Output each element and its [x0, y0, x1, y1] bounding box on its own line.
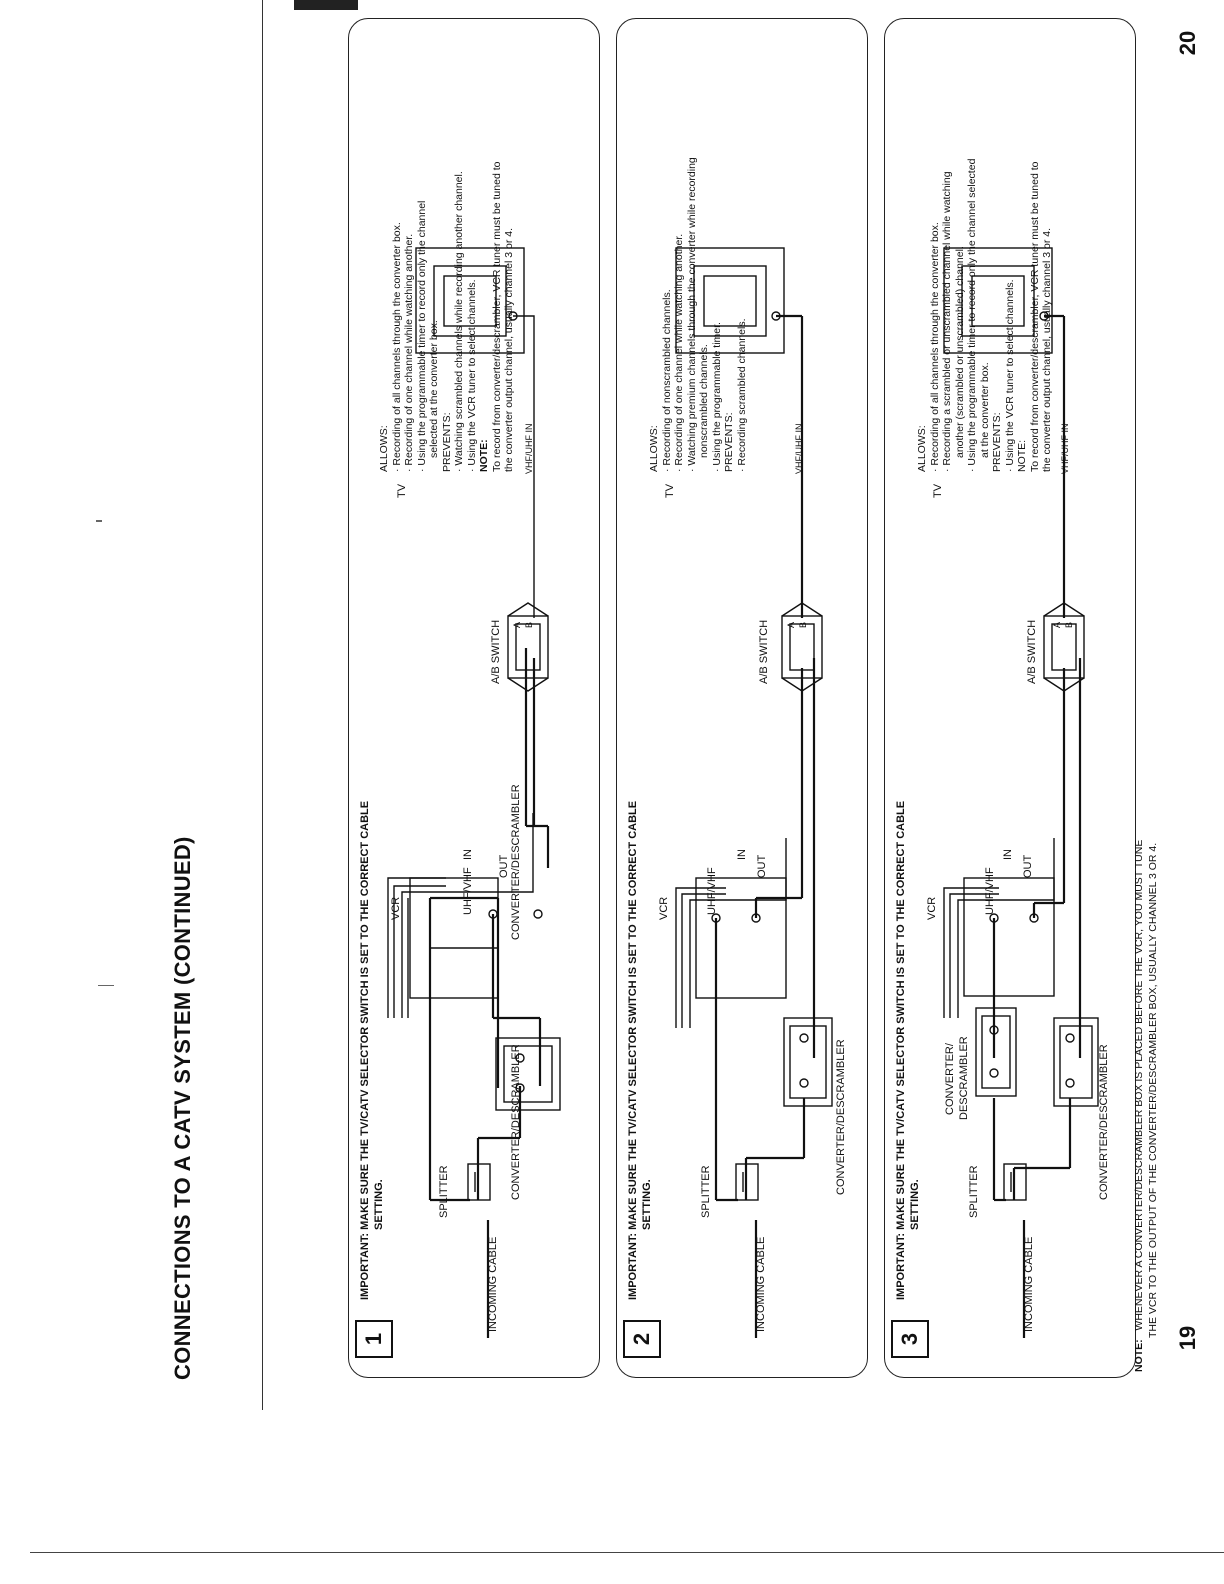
switch-a-label: A: [512, 621, 522, 628]
info-block-1: ALLOWS: · Recording of all channels thro…: [378, 42, 516, 472]
out-label: OUT: [756, 854, 768, 878]
switch-b-label: B: [1064, 621, 1074, 628]
prevents-heading: PREVENTS:: [723, 412, 735, 472]
uhf-vhf-label: UHF/VHF: [706, 867, 718, 915]
out-label: OUT: [498, 854, 510, 878]
allows-item: nonscrambled channels.: [698, 344, 710, 458]
in-label: IN: [1002, 849, 1014, 860]
allows-item: · Watching premium channels through the …: [685, 157, 698, 472]
allows-item: selected at the converter box.: [428, 320, 440, 458]
allows-item: · Using the programmable timer to record…: [966, 158, 978, 472]
allows-item: · Recording a scrambled or unscrambled c…: [941, 171, 953, 472]
prevents-heading: PREVENTS:: [991, 412, 1003, 472]
converter-label: CONVERTER/DESCRAMBLER: [510, 1044, 522, 1200]
allows-item: · Using the programmable timer to record…: [415, 200, 428, 472]
vhf-uhf-in-label: VHF/UHF IN: [524, 423, 534, 475]
switch-b-label: B: [798, 621, 808, 628]
page-number-left: 19: [1175, 1325, 1201, 1351]
info-block-2: ALLOWS: · Recording of nonscrambled chan…: [648, 42, 748, 472]
incoming-cable-label: INCOMING CABLE: [1023, 1236, 1035, 1332]
wiring-diagram-2: [675, 247, 833, 1338]
out-label: OUT: [1022, 854, 1034, 878]
ab-switch-label: A/B SWITCH: [758, 619, 770, 684]
footer-note-lead: NOTE:: [1133, 1339, 1145, 1372]
prevents-heading: PREVENTS:: [440, 412, 453, 472]
allows-item: · Recording of all channels through the …: [928, 222, 941, 472]
prevents-item: · Using the VCR tuner to select channels…: [465, 279, 478, 472]
panel-2: [616, 18, 868, 1378]
incoming-cable-label: INCOMING CABLE: [487, 1236, 499, 1332]
allows-heading: ALLOWS:: [916, 425, 928, 472]
converter-label: CONVERTER/DESCRAMBLER: [835, 1039, 847, 1195]
tv-label: TV: [932, 483, 944, 498]
in-label: IN: [736, 849, 748, 860]
uhf-vhf-label: UHF/VHF: [984, 867, 996, 915]
info-block-3: ALLOWS: · Recording of all channels thro…: [916, 42, 1054, 472]
scan-edge-line: [262, 0, 263, 1410]
note-text: To record from converter/descrambler, VC…: [1028, 161, 1041, 472]
footer-note-line: THE VCR TO THE OUTPUT OF THE CONVERTER/D…: [1147, 842, 1159, 1338]
prevents-item: · Recording scrambled channels.: [735, 318, 748, 473]
converter-label: CONVERTER/DESCRAMBLER: [1098, 1044, 1110, 1200]
allows-heading: ALLOWS:: [378, 425, 390, 472]
allows-item: · Using the programmable timer.: [710, 322, 723, 472]
ab-switch-label: A/B SWITCH: [1026, 619, 1038, 684]
splitter-label: SPLITTER: [700, 1165, 712, 1218]
allows-item: · Recording of one channel while watchin…: [673, 233, 685, 472]
splitter-label: SPLITTER: [438, 1165, 450, 1218]
incoming-cable-label: INCOMING CABLE: [755, 1236, 767, 1332]
note-heading: NOTE:: [478, 439, 490, 472]
note-text: the converter output channel, usually ch…: [1041, 228, 1053, 472]
switch-b-label: B: [524, 621, 534, 628]
ab-switch-label: A/B SWITCH: [490, 619, 502, 684]
note-heading: NOTE:: [1016, 439, 1028, 472]
footer-note-line: WHENEVER A CONVERTER/DESCRAMBLER BOX IS …: [1133, 839, 1145, 1331]
uhf-vhf-label: UHF/VHF: [462, 867, 474, 915]
allows-item: · Recording of one channel while watchin…: [403, 233, 415, 472]
panel-3: [884, 18, 1136, 1378]
allows-heading: ALLOWS:: [648, 425, 660, 472]
in-label: IN: [462, 849, 474, 860]
switch-a-label: A: [1052, 621, 1062, 628]
prevents-item: · Using the VCR tuner to select channels…: [1003, 279, 1016, 472]
page-number-right: 20: [1175, 30, 1201, 56]
note-text: To record from converter/descrambler, VC…: [490, 161, 503, 472]
allows-item: · Recording of nonscrambled channels.: [660, 289, 673, 472]
scan-speck: [98, 985, 114, 986]
allows-item: · Recording of all channels through the …: [390, 222, 403, 472]
panel-1: [348, 18, 600, 1378]
tv-label: TV: [396, 483, 408, 498]
note-text: the converter output channel, usually ch…: [503, 228, 515, 472]
wiring-diagram-1: [387, 247, 561, 1338]
tv-label: TV: [664, 483, 676, 498]
vhf-uhf-in-label: VHF/UHF IN: [1060, 423, 1070, 475]
prevents-item: · Watching scrambled channels while reco…: [453, 171, 465, 472]
vcr-label: VCR: [658, 896, 670, 920]
allows-item: at the converter box.: [978, 362, 991, 458]
allows-item: another (scrambled or unscrambled) chann…: [953, 246, 966, 458]
vcr-label: VCR: [390, 896, 402, 920]
scan-bottom-line: [30, 1552, 1224, 1553]
header-stamp: [294, 0, 358, 10]
scan-speck: [96, 520, 102, 522]
switch-a-label: A: [786, 621, 796, 628]
page-title: CONNECTIONS TO A CATV SYSTEM (CONTINUED): [170, 836, 195, 1380]
converter-label-top: CONVERTER/DESCRAMBLER: [510, 784, 522, 940]
converter-split-label-2: DESCRAMBLER: [958, 1036, 970, 1120]
converter-split-label-1: CONVERTER/: [944, 1043, 956, 1115]
vhf-uhf-in-label: VHF/UHF IN: [794, 423, 804, 475]
wiring-diagram-3: [943, 247, 1099, 1338]
footer-note: NOTE: WHENEVER A CONVERTER/DESCRAMBLER B…: [1132, 612, 1160, 1372]
vcr-label: VCR: [926, 896, 938, 920]
splitter-label: SPLITTER: [968, 1165, 980, 1218]
